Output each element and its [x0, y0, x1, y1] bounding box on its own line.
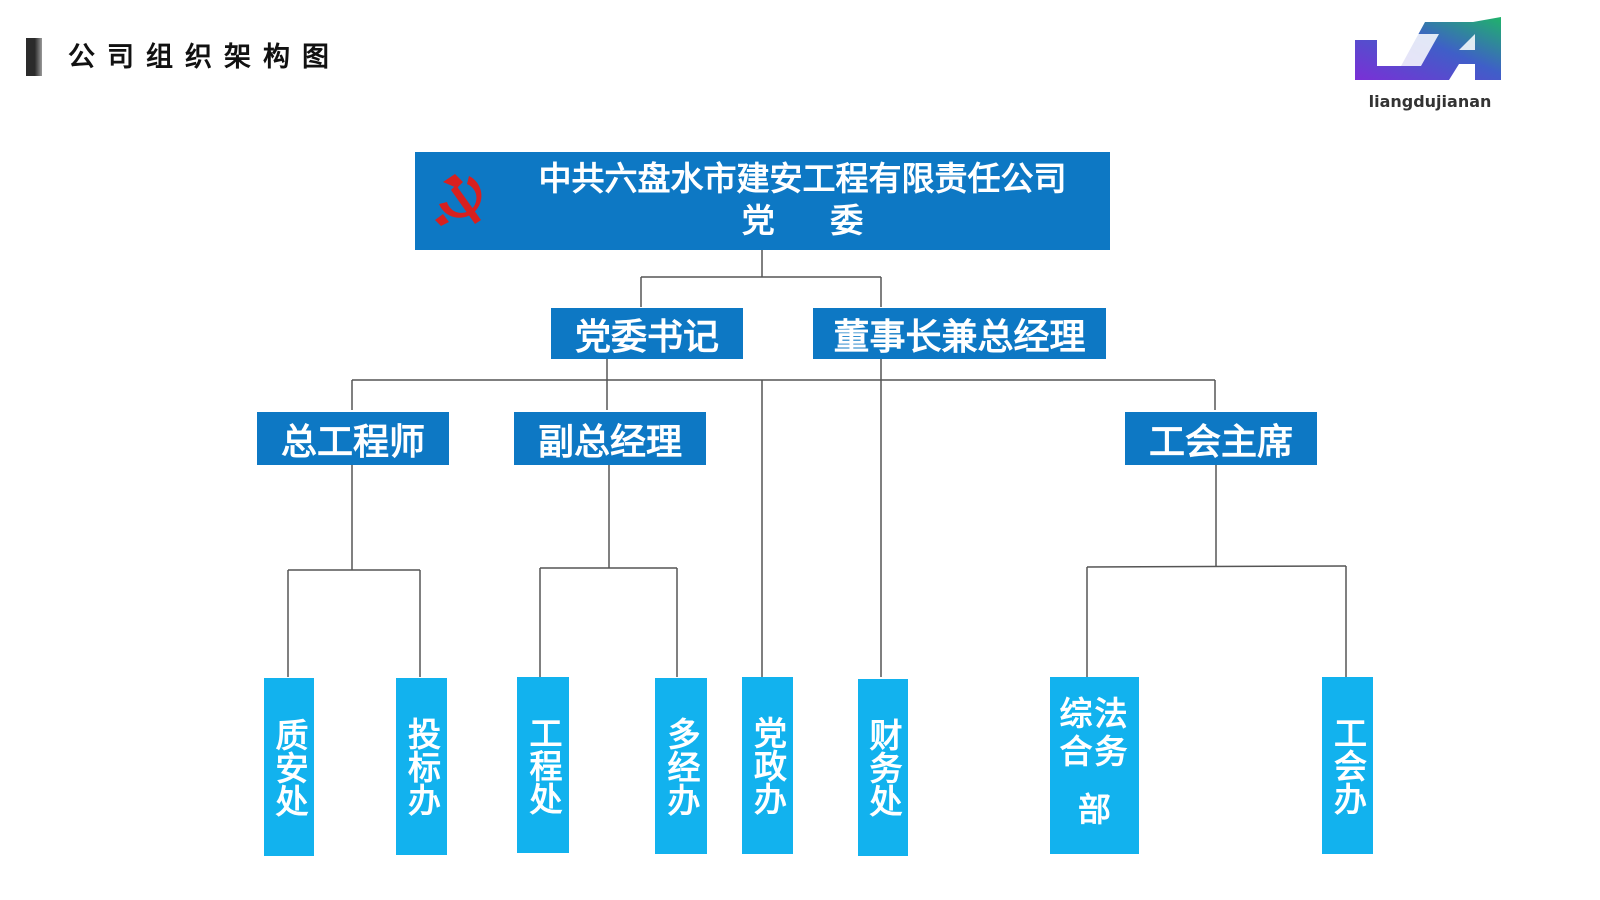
party-committee-line1: 中共六盘水市建安工程有限责任公司: [538, 159, 1067, 198]
party-committee-line2: 党 委: [741, 201, 886, 240]
dept-quality-safety: 质安处: [264, 678, 314, 856]
dept-bidding: 投标办: [396, 678, 447, 855]
chairman-gm-box: 董事长兼总经理: [813, 308, 1106, 359]
connector: [1086, 565, 1347, 568]
dept-finance: 财务处: [858, 679, 908, 856]
dept-party-admin: 党政办: [742, 677, 793, 854]
header-accent-bar: [26, 38, 42, 76]
dept-union-office: 工会办: [1322, 677, 1373, 854]
chief-engineer-box: 总工程师: [257, 412, 449, 465]
ja-logo-icon: [1355, 17, 1501, 80]
dept-legal-affairs-line1: 综法合务: [1059, 694, 1130, 771]
page-title: 公司组织架构图: [68, 42, 341, 73]
dept-engineering: 工程处: [517, 677, 569, 853]
dept-legal-affairs: 综法合务 部: [1050, 677, 1139, 854]
logo-text: liangdujianan: [1368, 92, 1492, 111]
company-logo: liangdujianan: [1355, 14, 1505, 114]
party-secretary-box: 党委书记: [551, 308, 743, 359]
union-chair-box: 工会主席: [1125, 412, 1317, 465]
hammer-sickle-icon: [435, 174, 482, 226]
dept-legal-affairs-line2: 部: [1078, 790, 1111, 829]
dept-operations: 多经办: [655, 678, 707, 854]
deputy-gm-box: 副总经理: [514, 412, 706, 465]
party-committee-box: 中共六盘水市建安工程有限责任公司 党 委: [415, 152, 1110, 250]
